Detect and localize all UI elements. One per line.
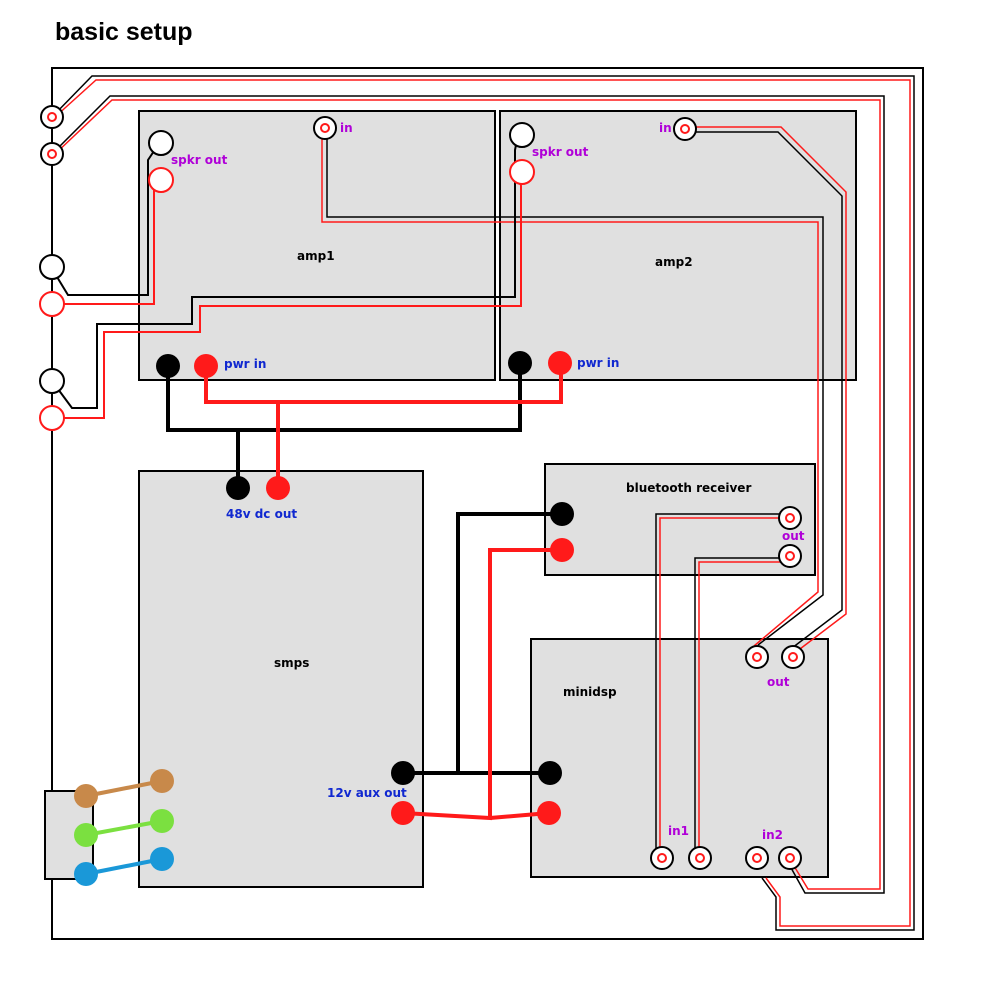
minidsp-box (530, 638, 829, 878)
wire-amp2-in-red (685, 126, 847, 653)
labels: amp1 amp2 smps bluetooth receiver minids… (171, 121, 805, 842)
wire-amp1-in-red (321, 130, 819, 647)
amp1-spkr-out-label: spkr out (171, 153, 228, 167)
wire-amp2-in-black (685, 131, 843, 649)
smps-box (138, 470, 424, 888)
terminals (39, 105, 805, 886)
bt-out-pin-1 (785, 513, 795, 523)
bt-power-red (550, 538, 574, 562)
amp1-pwr-in-red (194, 354, 218, 378)
amp1-spkr-out-red (148, 167, 174, 193)
wire-amp1-in-black (326, 130, 824, 646)
mains-green (74, 823, 98, 847)
minidsp-power-red (537, 801, 561, 825)
amp2-pwr-in-red (548, 351, 572, 375)
minidsp-in2-label: in2 (762, 828, 783, 842)
wire-48v-red (204, 363, 563, 404)
amp1-label: amp1 (297, 249, 335, 263)
smps-label: smps (274, 656, 309, 670)
minidsp-out-label: out (767, 675, 790, 689)
smps-12v-black (391, 761, 415, 785)
minidsp-in1-pin-2 (695, 853, 705, 863)
amp2-pwr-in-label: pwr in (577, 356, 619, 370)
wire-jack2-black (51, 95, 885, 894)
smps-mains-blue (150, 847, 174, 871)
amp1-pwr-in-label: pwr in (224, 357, 266, 371)
wire-12v-red (402, 548, 562, 821)
smps-48v-label: 48v dc out (226, 507, 297, 521)
minidsp-in2-pin-2 (785, 853, 795, 863)
wire-48v-black (166, 366, 522, 432)
speaker-terminal-2-black (39, 368, 65, 394)
minidsp-in1-pin-1 (657, 853, 667, 863)
minidsp-out-pin-1 (752, 652, 762, 662)
amp1-in-label: in (340, 121, 353, 135)
speaker-terminal-1-black (39, 254, 65, 280)
bt-out-pin-2 (785, 551, 795, 561)
wire-amp2-spkr-black (54, 139, 518, 409)
wire-mains-green (85, 819, 163, 837)
smps-12v-red (391, 801, 415, 825)
wire-12v-black (403, 512, 562, 775)
minidsp-in1-label: in1 (668, 824, 689, 838)
bluetooth-receiver-box (544, 463, 816, 576)
amp1-spkr-out-black (148, 130, 174, 156)
wire-jack1-red (54, 79, 911, 927)
page-title: basic setup (55, 18, 193, 46)
amp2-spkr-out-black (509, 122, 535, 148)
speaker-terminal-2-red (39, 405, 65, 431)
wire-mains-blue (85, 857, 163, 876)
wire-jack2-red (54, 99, 881, 890)
wire-amp2-spkr-red (52, 175, 522, 419)
wire-amp1-spkr-black (53, 147, 157, 296)
amp1-pwr-in-black (156, 354, 180, 378)
mains-brown (74, 784, 98, 808)
minidsp-power-black (538, 761, 562, 785)
wire-jack1-black (51, 75, 915, 931)
minidsp-label: minidsp (563, 685, 617, 699)
wire-bt-out1-black (655, 513, 790, 855)
wires (51, 75, 915, 931)
amp1-box (138, 110, 496, 381)
amp2-box (499, 110, 857, 381)
amp2-label: amp2 (655, 255, 693, 269)
minidsp-out-pin-2 (788, 652, 798, 662)
wire-bt-out2-red (698, 561, 790, 855)
input-jack-2-pin (47, 149, 57, 159)
mains-blue (74, 862, 98, 886)
amp2-spkr-out-red (509, 159, 535, 185)
enclosure-outline (51, 67, 924, 940)
wire-bt-out1-red (659, 517, 790, 855)
smps-48v-red (266, 476, 290, 500)
amp2-in-label: in (659, 121, 672, 135)
speaker-terminal-1-red (39, 291, 65, 317)
smps-12v-label: 12v aux out (327, 786, 407, 800)
minidsp-in2-pin-1 (752, 853, 762, 863)
smps-48v-black (226, 476, 250, 500)
wire-mains-brown (85, 779, 163, 798)
amp2-pwr-in-black (508, 351, 532, 375)
amp2-spkr-out-label: spkr out (532, 145, 589, 159)
smps-mains-brown (150, 769, 174, 793)
bt-power-black (550, 502, 574, 526)
smps-mains-green (150, 809, 174, 833)
input-jack-1-pin (47, 112, 57, 122)
amp2-in-pin (680, 124, 690, 134)
bt-out-label: out (782, 529, 805, 543)
amp1-in-pin (320, 123, 330, 133)
wire-bt-out2-black (694, 557, 790, 855)
bluetooth-receiver-label: bluetooth receiver (626, 481, 751, 495)
